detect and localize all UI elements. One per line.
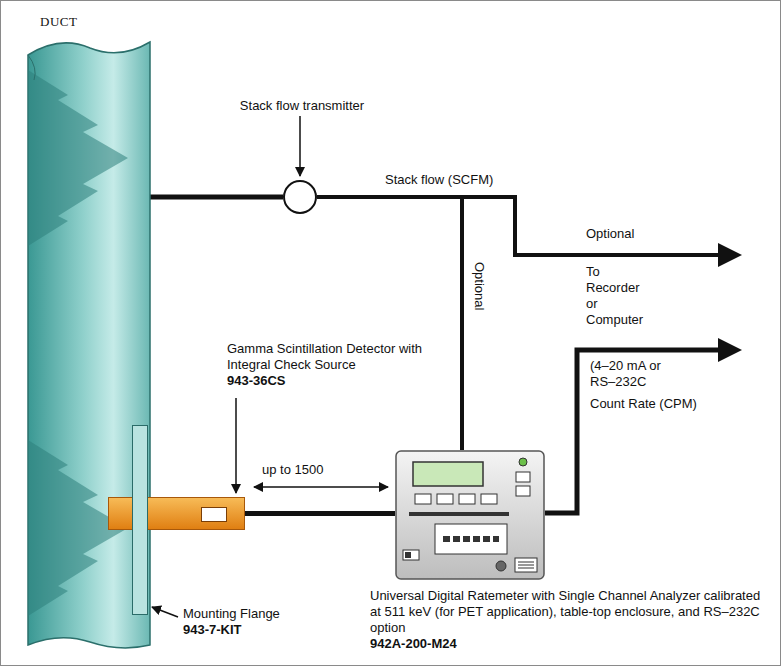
drawing-part xyxy=(518,565,534,566)
label-holder: Count Rate (CPM) xyxy=(590,396,697,412)
drawing-part xyxy=(518,562,534,563)
signal-label: Count Rate (CPM) xyxy=(590,396,697,412)
edge-label-holder: Optional xyxy=(471,262,487,310)
connector xyxy=(150,195,283,200)
part-number: 942A-200-M24 xyxy=(370,636,765,652)
ratemeter-drawing xyxy=(395,450,545,580)
drawing-part xyxy=(515,558,537,572)
label-holder: Stack flow (SCFM) xyxy=(385,172,493,188)
ratemeter: Universal Digital Ratemeter with Single … xyxy=(395,450,545,580)
label-holder: To Recorder or Computer xyxy=(586,264,652,328)
node-caption: Universal Digital Ratemeter with Single … xyxy=(370,588,765,652)
component-label: Gamma Scintillation Detector with Integr… xyxy=(227,341,427,373)
node-caption: Stack flow transmitter xyxy=(222,98,382,114)
signal-label: Stack flow (SCFM) xyxy=(385,172,493,188)
node-caption: Mounting Flange943-7-KIT xyxy=(183,606,343,638)
output-arrow xyxy=(460,197,722,255)
leader-arrow xyxy=(152,607,178,617)
drawing-part xyxy=(516,486,530,496)
label-holder: (4–20 mA or RS–232C xyxy=(590,358,670,390)
drawing-part xyxy=(496,561,506,571)
drawing-part xyxy=(481,494,497,504)
drawing-part xyxy=(437,494,453,504)
drawing-part xyxy=(396,451,544,579)
drawing-part xyxy=(435,524,507,554)
drawing-part xyxy=(415,494,431,504)
drawing-part xyxy=(519,458,527,466)
dimension-label: up to 1500 xyxy=(262,462,323,478)
edge-label: Optional xyxy=(471,262,487,310)
destination-label: To Recorder or Computer xyxy=(586,264,652,328)
dimension-arrow xyxy=(254,486,388,488)
component-label: DUCT xyxy=(40,14,120,30)
drawing-part xyxy=(403,550,419,560)
drawing-part xyxy=(405,552,411,558)
component-label: Stack flow transmitter xyxy=(222,98,382,114)
detector-window xyxy=(201,507,227,522)
node-caption: Gamma Scintillation Detector with Integr… xyxy=(227,341,427,389)
mounting-flange: Mounting Flange943-7-KIT xyxy=(132,425,148,615)
optional-label: Optional xyxy=(586,226,634,242)
drawing-part xyxy=(28,42,150,648)
drawing-part xyxy=(28,55,35,80)
node-caption: DUCT xyxy=(40,14,120,30)
gamma-detector: Gamma Scintillation Detector with Integr… xyxy=(108,497,245,530)
component-label: Mounting Flange xyxy=(183,606,343,622)
leader-arrow xyxy=(299,116,301,176)
label-holder: up to 1500 xyxy=(262,462,323,478)
part-number: 943-36CS xyxy=(227,373,427,389)
label-holder: Optional xyxy=(586,226,634,242)
drawing-part xyxy=(459,494,475,504)
drawing-part xyxy=(516,472,530,482)
connector xyxy=(245,511,395,516)
drawing-part xyxy=(28,70,128,246)
drawing-part xyxy=(409,512,509,516)
output-arrow xyxy=(545,350,722,513)
drawing-part xyxy=(413,462,483,486)
component-label: Universal Digital Ratemeter with Single … xyxy=(370,588,765,636)
drawing-part xyxy=(518,568,534,569)
leader-arrow xyxy=(235,398,237,493)
stack-flow-transmitter: Stack flow transmitter xyxy=(283,180,317,214)
connector xyxy=(317,197,462,450)
signal-label: (4–20 mA or RS–232C xyxy=(590,358,670,390)
drawing-part xyxy=(443,536,499,542)
part-number: 943-7-KIT xyxy=(183,622,343,638)
